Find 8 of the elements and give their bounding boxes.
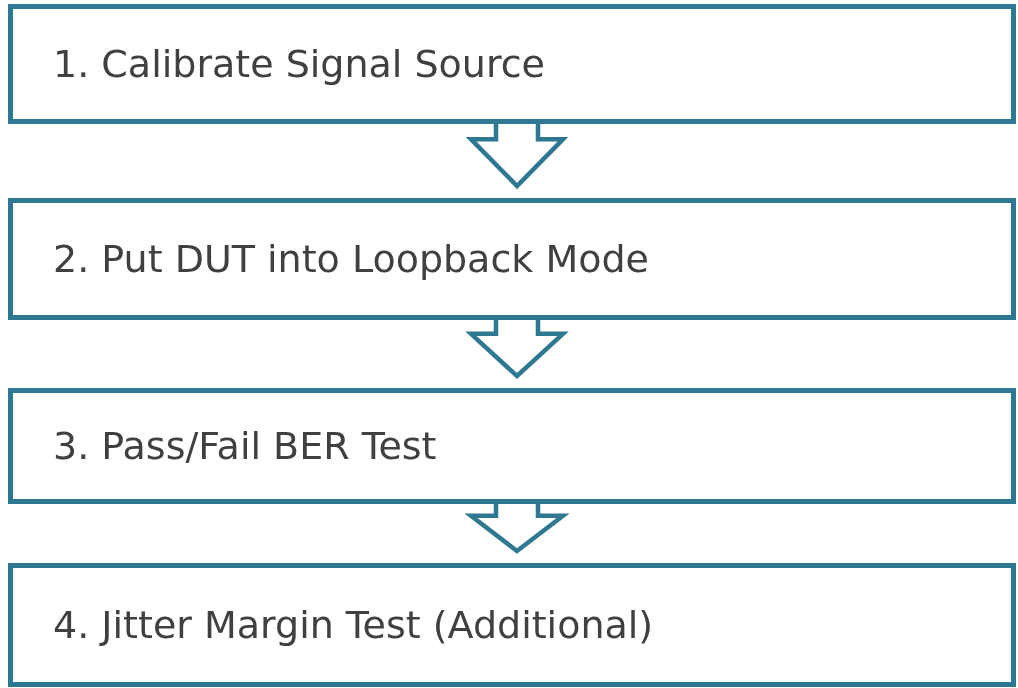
process-box: [8, 388, 1016, 504]
process-box: [8, 4, 1016, 124]
step-label: 4. Jitter Margin Test (Additional): [52, 603, 654, 647]
process-box: [8, 563, 1016, 687]
process-box: [8, 198, 1016, 320]
step-label: 2. Put DUT into Loopback Mode: [52, 237, 649, 281]
step-label: 3. Pass/Fail BER Test: [52, 424, 437, 468]
step-label: 1. Calibrate Signal Source: [52, 42, 545, 86]
